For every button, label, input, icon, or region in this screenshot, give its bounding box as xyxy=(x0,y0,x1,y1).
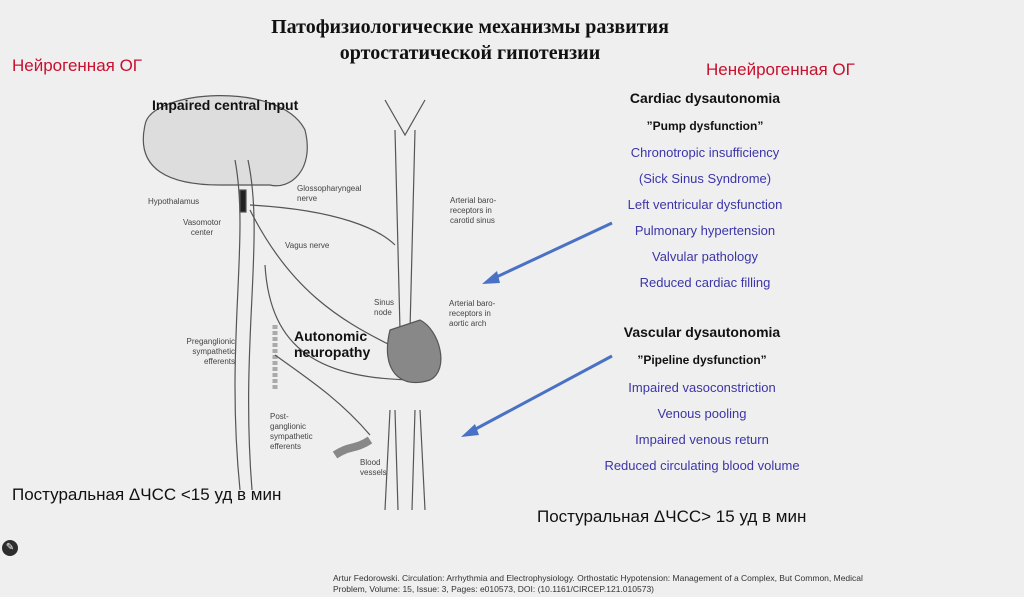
pathophysiology-diagram xyxy=(142,95,442,510)
label-impaired-central-input: Impaired central input xyxy=(152,97,299,113)
non-neurogenic-heading: Ненейрогенная ОГ xyxy=(706,60,855,79)
citation: Artur Fedorowski. Circulation: Arrhythmi… xyxy=(333,573,913,595)
cardiac-item: Left ventricular dysfunction xyxy=(627,197,783,212)
vascular-item: Impaired venous return xyxy=(635,432,769,447)
vascular-item: Impaired vasoconstriction xyxy=(628,380,776,395)
vascular-title: Vascular dysautonomia xyxy=(623,324,781,340)
title-line-1: Патофизиологические механизмы развития xyxy=(271,16,669,38)
blood-vessel-shape xyxy=(332,436,373,459)
slide-title: Патофизиологические механизмы развития ор… xyxy=(200,14,740,66)
neurogenic-heading: Нейрогенная ОГ xyxy=(12,56,143,75)
label-sinus-node: Sinus node xyxy=(374,298,395,317)
cardiac-subtitle: ”Pump dysfunction” xyxy=(646,119,764,133)
brain-shape xyxy=(142,95,308,187)
arrow-vascular xyxy=(469,354,613,434)
cardiac-item: Chronotropic insufficiency xyxy=(630,145,780,160)
label-vasomotor-center: Vasomotor center xyxy=(182,218,222,237)
arrow-head-vascular xyxy=(461,424,479,437)
title-line-2: ортостатической гипотензии xyxy=(339,42,601,64)
arrow-head-cardiac xyxy=(482,271,500,284)
citation-line-2: Problem, Volume: 15, Issue: 3, Pages: e0… xyxy=(333,584,654,594)
label-hypothalamus: Hypothalamus xyxy=(148,197,200,206)
cardiac-title: Cardiac dysautonomia xyxy=(629,90,781,106)
right-footer: Постуральная ΔЧСС> 15 уд в мин xyxy=(537,507,807,526)
cardiac-item: Valvular pathology xyxy=(652,249,758,264)
label-vagus: Vagus nerve xyxy=(285,241,330,250)
vascular-subtitle: ”Pipeline dysfunction” xyxy=(637,353,767,367)
vascular-item: Reduced circulating blood volume xyxy=(604,458,800,473)
label-carotid: Arterial baro-receptors in carotid sinus xyxy=(450,196,497,225)
citation-line-1: Artur Fedorowski. Circulation: Arrhythmi… xyxy=(333,573,863,583)
cardiac-item: Reduced cardiac filling xyxy=(639,275,771,290)
label-postganglionic: Post-ganglionic sympathetic efferents xyxy=(270,412,313,451)
cardiac-item: Pulmonary hypertension xyxy=(634,223,776,238)
vascular-item: Venous pooling xyxy=(657,406,747,421)
glossopharyngeal-nerve xyxy=(249,204,396,246)
arrow-cardiac xyxy=(489,221,613,282)
label-blood-vessels: Blood vessels xyxy=(360,458,387,477)
cardiac-item: (Sick Sinus Syndrome) xyxy=(638,171,772,186)
legs xyxy=(384,409,426,510)
heart-shape xyxy=(386,319,442,384)
vasomotor-center-mark xyxy=(239,189,247,213)
label-autonomic-neuropathy: Autonomic neuropathy xyxy=(294,328,371,360)
label-glossopharyngeal: Glossopharyngeal nerve xyxy=(297,184,362,203)
label-aortic: Arterial baro-receptors in aortic arch xyxy=(449,299,496,328)
left-footer: Постуральная ΔЧСС <15 уд в мин xyxy=(12,485,282,504)
label-preganglionic: Preganglionic sympathetic efferents xyxy=(186,337,235,366)
carotid-arteries xyxy=(384,99,426,331)
pen-tool-icon[interactable]: ✎ xyxy=(2,540,18,556)
efferent-to-heart xyxy=(264,264,421,381)
vagus-nerve xyxy=(249,209,391,346)
efferent-to-vessels xyxy=(274,354,371,436)
spinal-cord xyxy=(234,159,255,491)
